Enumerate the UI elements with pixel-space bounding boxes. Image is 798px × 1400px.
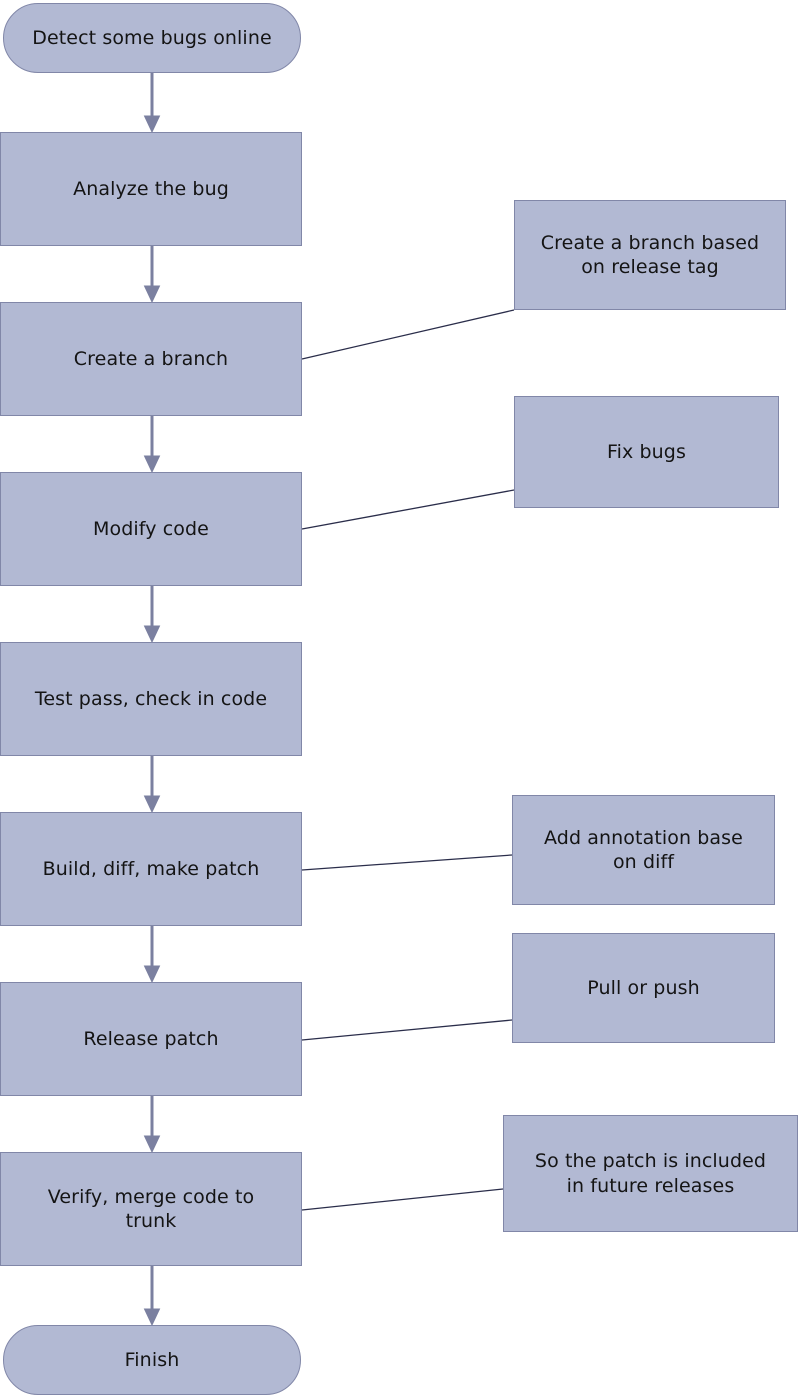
arrow-modify-test	[143, 586, 161, 644]
annotation-node-label: Create a branch based on release tag	[540, 231, 760, 278]
arrow-release-verify	[143, 1096, 161, 1154]
conn-future-releases	[301, 1188, 504, 1211]
flow-node-label: Release patch	[83, 1027, 219, 1050]
arrow-analyze-branch-head	[143, 285, 161, 304]
annotation-node-annot-fix-bugs[interactable]: Fix bugs	[514, 396, 779, 508]
arrow-verify-finish	[143, 1266, 161, 1327]
conn-annotation-diff	[301, 854, 513, 871]
flow-node-build-patch[interactable]: Build, diff, make patch	[0, 812, 302, 926]
arrow-detect-analyze-head	[143, 115, 161, 134]
arrow-branch-modify	[143, 416, 161, 474]
flow-node-label: Detect some bugs online	[32, 26, 272, 49]
flow-node-label: Test pass, check in code	[34, 687, 268, 710]
flow-node-label: Build, diff, make patch	[42, 857, 260, 880]
annotation-node-label: So the patch is included in future relea…	[534, 1150, 767, 1197]
annotation-node-label: Fix bugs	[607, 440, 686, 463]
arrow-test-build-head	[143, 795, 161, 814]
arrow-branch-modify-head	[143, 455, 161, 474]
flow-node-label: Analyze the bug	[73, 177, 229, 200]
arrow-analyze-branch	[143, 246, 161, 304]
arrow-build-release	[143, 926, 161, 984]
conn-branch	[301, 309, 515, 360]
conn-pull-push	[301, 1019, 513, 1041]
annotation-node-annot-branch[interactable]: Create a branch based on release tag	[514, 200, 786, 310]
flow-node-release-patch[interactable]: Release patch	[0, 982, 302, 1096]
conn-fix-bugs	[301, 489, 515, 530]
arrow-release-verify-head	[143, 1135, 161, 1154]
annotation-node-annot-annotation-diff[interactable]: Add annotation base on diff	[512, 795, 775, 905]
flow-node-finish[interactable]: Finish	[3, 1325, 301, 1395]
arrow-test-build	[143, 756, 161, 814]
flow-node-create-branch[interactable]: Create a branch	[0, 302, 302, 416]
annotation-node-annot-pull-push[interactable]: Pull or push	[512, 933, 775, 1043]
flow-node-verify-merge[interactable]: Verify, merge code to trunk	[0, 1152, 302, 1266]
arrow-modify-test-head	[143, 625, 161, 644]
flow-node-modify-code[interactable]: Modify code	[0, 472, 302, 586]
flow-node-label: Finish	[124, 1348, 180, 1371]
flow-node-label: Create a branch	[73, 347, 229, 370]
flow-node-label: Modify code	[93, 517, 209, 540]
arrow-build-release-head	[143, 965, 161, 984]
annotation-node-label: Add annotation base on diff	[544, 826, 743, 873]
flow-node-test-checkin[interactable]: Test pass, check in code	[0, 642, 302, 756]
arrow-verify-finish-head	[143, 1308, 161, 1327]
arrow-detect-analyze	[143, 73, 161, 134]
flow-node-label: Verify, merge code to trunk	[47, 1185, 255, 1232]
flow-node-detect[interactable]: Detect some bugs online	[3, 3, 301, 73]
annotation-node-label: Pull or push	[587, 976, 700, 999]
annotation-node-annot-future-releases[interactable]: So the patch is included in future relea…	[503, 1115, 798, 1232]
flow-node-analyze[interactable]: Analyze the bug	[0, 132, 302, 246]
